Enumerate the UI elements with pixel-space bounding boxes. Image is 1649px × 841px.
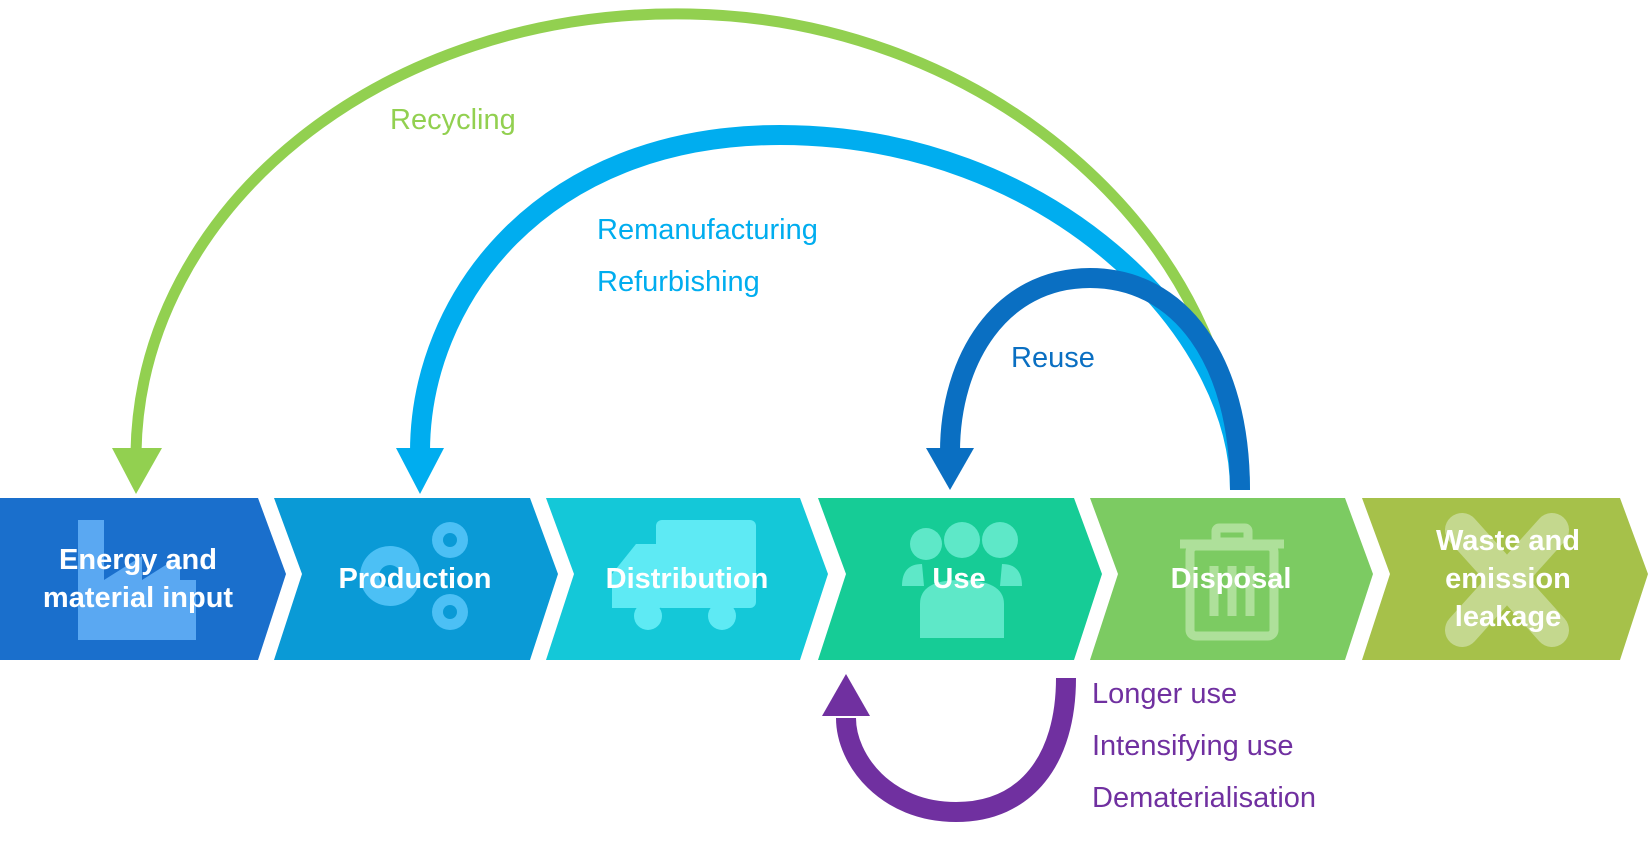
trash-can-icon (1180, 523, 1284, 641)
recycling-arc (130, 8, 1244, 489)
stage-label-energy-input: Energy and material input (42, 544, 234, 614)
use-loop-arc (836, 677, 1076, 823)
chevron-energy-input (0, 498, 286, 660)
loop-label-recycling: Recycling (390, 104, 516, 136)
people-icon (902, 522, 1022, 638)
reuse-loop-arrow (926, 267, 1250, 491)
remanufacturing-arc (410, 124, 1250, 491)
gears-icon (360, 522, 468, 630)
recycling-loop-arrow (112, 8, 1244, 494)
remanufacturing-arrowhead (396, 448, 444, 494)
stage-label-waste: Waste and emission leakage (1436, 525, 1580, 633)
truck-icon (612, 520, 756, 630)
recycling-arrowhead (112, 448, 162, 494)
reuse-arrowhead (926, 448, 974, 490)
chevron-use (818, 498, 1102, 660)
remanufacturing-loop-arrow (396, 124, 1250, 494)
use-loop-arrow (822, 674, 1076, 823)
stage-label-distribution: Distribution (605, 563, 769, 595)
loop-label-reuse: Reuse (1011, 342, 1095, 374)
stage-label-production: Production (338, 563, 492, 595)
loop-label-refurbishing: Refurbishing (597, 266, 760, 298)
cross-icon (1445, 513, 1569, 647)
loop-label-remanufacturing: Remanufacturing (597, 214, 818, 246)
loop-label-dematerialisation: Dematerialisation (1092, 782, 1317, 814)
use-loop-arrowhead (822, 674, 870, 716)
stage-label-disposal: Disposal (1170, 563, 1292, 595)
reuse-arc (940, 267, 1250, 491)
factory-icon (78, 520, 196, 640)
stage-label-use: Use (932, 563, 986, 595)
loop-label-longer-use: Longer use (1092, 678, 1238, 710)
loop-label-intensifying-use: Intensifying use (1092, 730, 1294, 762)
